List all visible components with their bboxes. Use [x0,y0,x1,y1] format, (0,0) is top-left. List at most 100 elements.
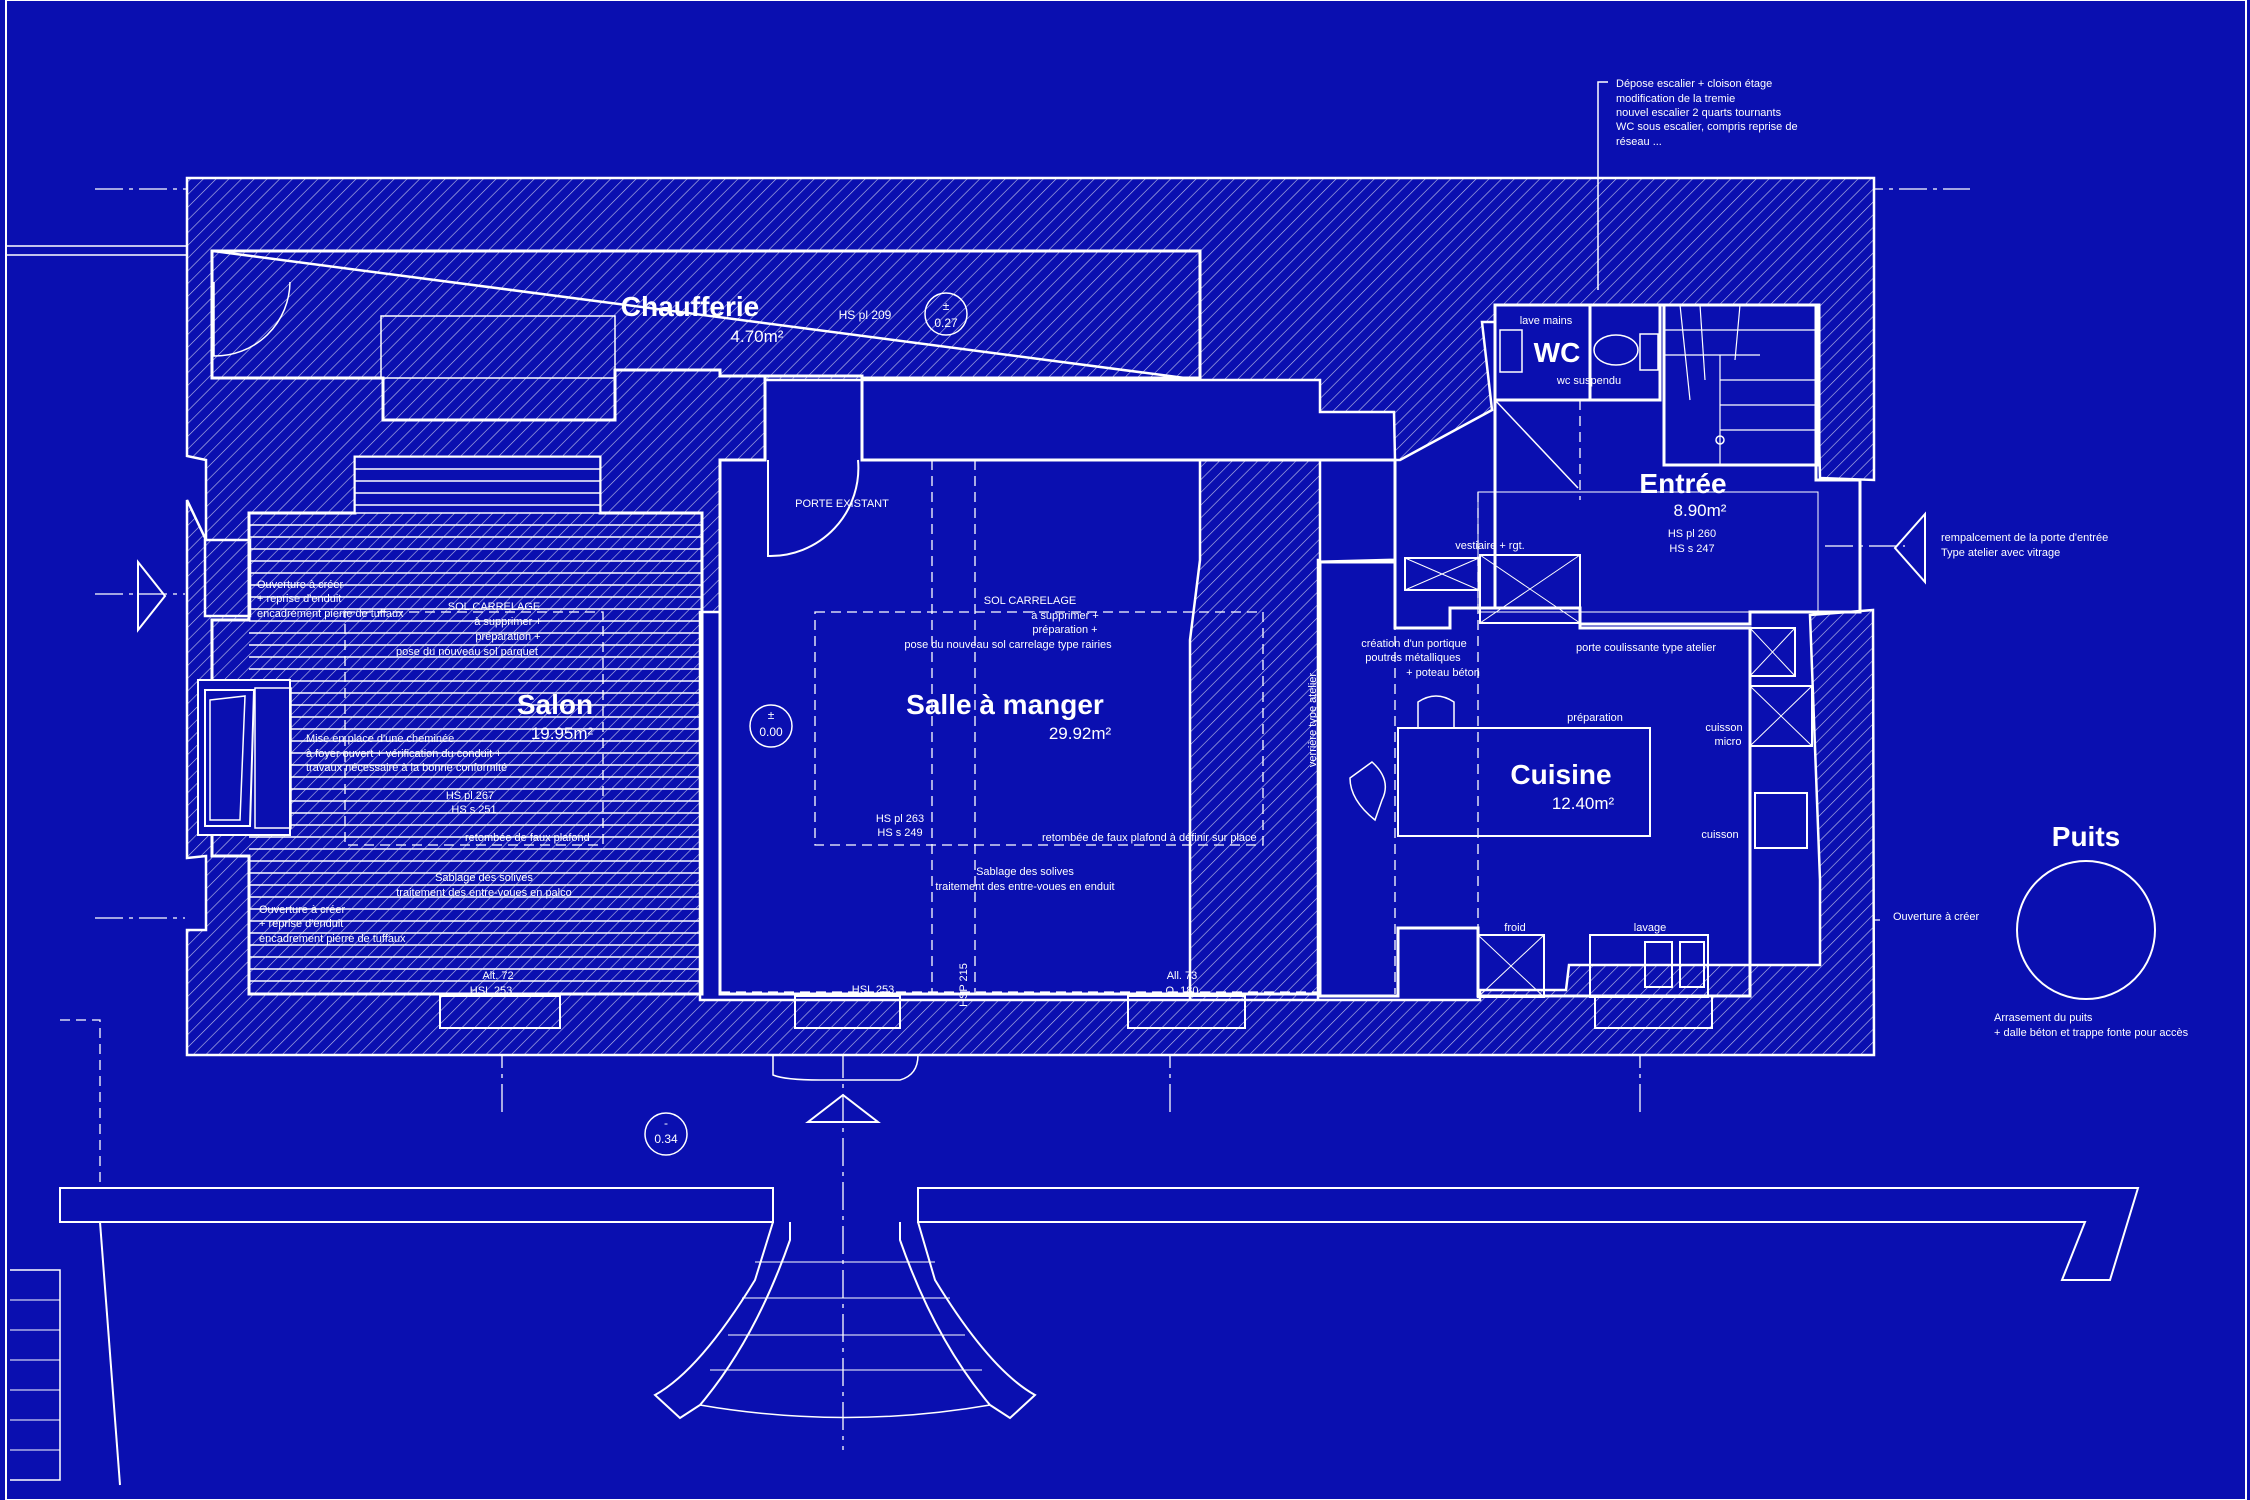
note-ouverture-bas: Ouverture à créer + reprise d'enduit enc… [259,904,406,945]
note-ouverture-haut: Ouverture à créer + reprise d'enduit enc… [257,579,404,620]
note-line: réseau ... [1616,136,1662,148]
note-arrasement: Arrasement du puits + dalle béton et tra… [1994,1012,2189,1039]
room-name-salon: Salon [517,689,593,720]
level-value: 0.34 [654,1132,678,1146]
room-name-wc: WC [1534,337,1581,368]
level-value: 0.00 [759,725,783,739]
section-marker-right [1893,511,1926,585]
note-line: Sablage des solives [976,866,1074,878]
note-preparation: préparation [1567,712,1623,724]
chaufferie-hs: HS pl 209 [839,308,892,322]
note-line: SOL CARRELAGE [984,595,1077,607]
wc-suspendu: wc suspendu [1556,375,1621,387]
kitchen-island [1349,695,1651,837]
room-name-entree: Entrée [1639,468,1726,499]
leader-line [1597,81,1608,290]
salon-hs-s: HS s 251 [451,804,496,816]
note-line: rempalcement de la porte d'entrée [1941,532,2108,544]
level-marker [749,704,793,748]
note-line: préparation + [1032,624,1097,636]
note-line: Arrasement du puits [1994,1012,2093,1024]
note-sablage-salle: Sablage des solives traitement des entre… [935,866,1114,893]
note-line: cuisson [1705,722,1742,734]
note-ouverture-cuisine: Ouverture à créer [1893,911,1980,923]
salon-upper-stripes [354,456,601,514]
wc-lave-mains: lave mains [1520,315,1573,327]
note-verriere: verrière type atelier [1307,673,1319,767]
note-line: à foyer ouvert + vérification du conduit… [306,748,502,760]
level-sign: ± [943,299,950,313]
room-area-salle: 29.92m² [1049,724,1112,743]
note-hsp: HSP 215 [958,963,970,1007]
note-line: Sablage des solives [435,872,533,884]
note-sablage-salon: Sablage des solives traitement des entre… [396,872,572,899]
entree-hs-s: HS s 247 [1669,543,1714,555]
note-line: traitement des entre-voues en palco [396,887,572,899]
note-porte-existant: PORTE EXISTANT [795,498,889,510]
salle-hs-s: HS s 249 [877,827,922,839]
salon-ceiling-outline [344,611,604,846]
note-line: Ouverture à créer [259,904,346,916]
kitchen-units [1477,627,1813,998]
sheet-border [5,0,2247,1500]
room-name-cuisine: Cuisine [1510,759,1611,790]
room-area-entree: 8.90m² [1674,501,1727,520]
door-swing [767,459,860,558]
well-circle [2016,860,2156,1000]
note-vestiaire: vestiaire + rgt. [1455,540,1524,552]
terrace [10,1019,2140,1486]
room-area-chaufferie: 4.70m² [731,327,784,346]
level-marker [644,1112,688,1156]
room-area-salon: 19.95m² [531,724,594,743]
vestiaire-units [1404,554,1581,624]
note-faux-plafond-salon: retombée de faux plafond [465,832,590,844]
note-line: création d'un portique [1361,638,1466,650]
note-line: nouvel escalier 2 quarts tournants [1616,107,1782,119]
note-line: Type atelier avec vitrage [1941,547,2060,559]
level-marker [924,292,968,336]
note-line: encadrement pierre de tuffaux [257,608,404,620]
note-cheminee: Mise en place d'une cheminée à foyer ouv… [306,733,507,774]
section-marker-bottom [805,1093,881,1123]
note-line: Ouverture à créer [257,579,344,591]
note-remplacement: rempalcement de la porte d'entrée Type a… [1941,532,2108,559]
note-line: + reprise d'enduit [257,593,341,605]
salle-hs-pl: HS pl 263 [876,813,924,825]
section-marker-left [137,559,167,633]
salon-hs-pl: HS pl 267 [446,790,494,802]
note-lavage: lavage [1634,922,1666,934]
level-sign: - [664,1116,668,1130]
note-line: préparation + [475,631,540,643]
note-line: Dépose escalier + cloison étage [1616,78,1772,90]
note-faux-plafond-salle: retombée de faux plafond à définir sur p… [1042,832,1257,844]
note-all-salle: All. 73 O. 180 [1165,970,1198,997]
note-line: pose du nouveau sol carrelage type rairi… [904,639,1112,651]
note-porte-coulissante: porte coulissante type atelier [1576,642,1716,654]
note-line: + poteau béton [1406,667,1480,679]
note-line: à supprimer + [1031,610,1099,622]
note-line: WC sous escalier, compris reprise de [1616,121,1798,133]
note-line: HSL 253 [470,985,512,997]
note-line: pose du nouveau sol parquet [396,646,538,658]
note-line: SOL CARRELAGE [448,601,541,613]
note-line: + reprise d'enduit [259,918,343,930]
wc-fixtures [1494,329,1659,489]
note-cuisson-micro: cuisson micro [1705,722,1742,748]
note-line: poutres métalliques [1365,652,1461,664]
level-value: 0.27 [934,316,958,330]
note-line: encadrement pierre de tuffaux [259,933,406,945]
room-name-chaufferie: Chaufferie [621,291,759,322]
note-line: + dalle béton et trappe fonte pour accès [1994,1027,2189,1039]
note-line: micro [1715,736,1742,748]
note-line: All. 73 [1167,970,1198,982]
note-sol-salle: SOL CARRELAGE à supprimer + préparation … [904,595,1112,651]
note-escalier: Dépose escalier + cloison étage modifica… [1616,78,1798,148]
note-line: Mise en place d'une cheminée [306,733,454,745]
note-hsl-salle: HSL 253 [852,984,894,996]
stairs [1664,304,1819,465]
note-line: Alt. 72 [482,970,513,982]
level-sign: ± [768,708,775,722]
